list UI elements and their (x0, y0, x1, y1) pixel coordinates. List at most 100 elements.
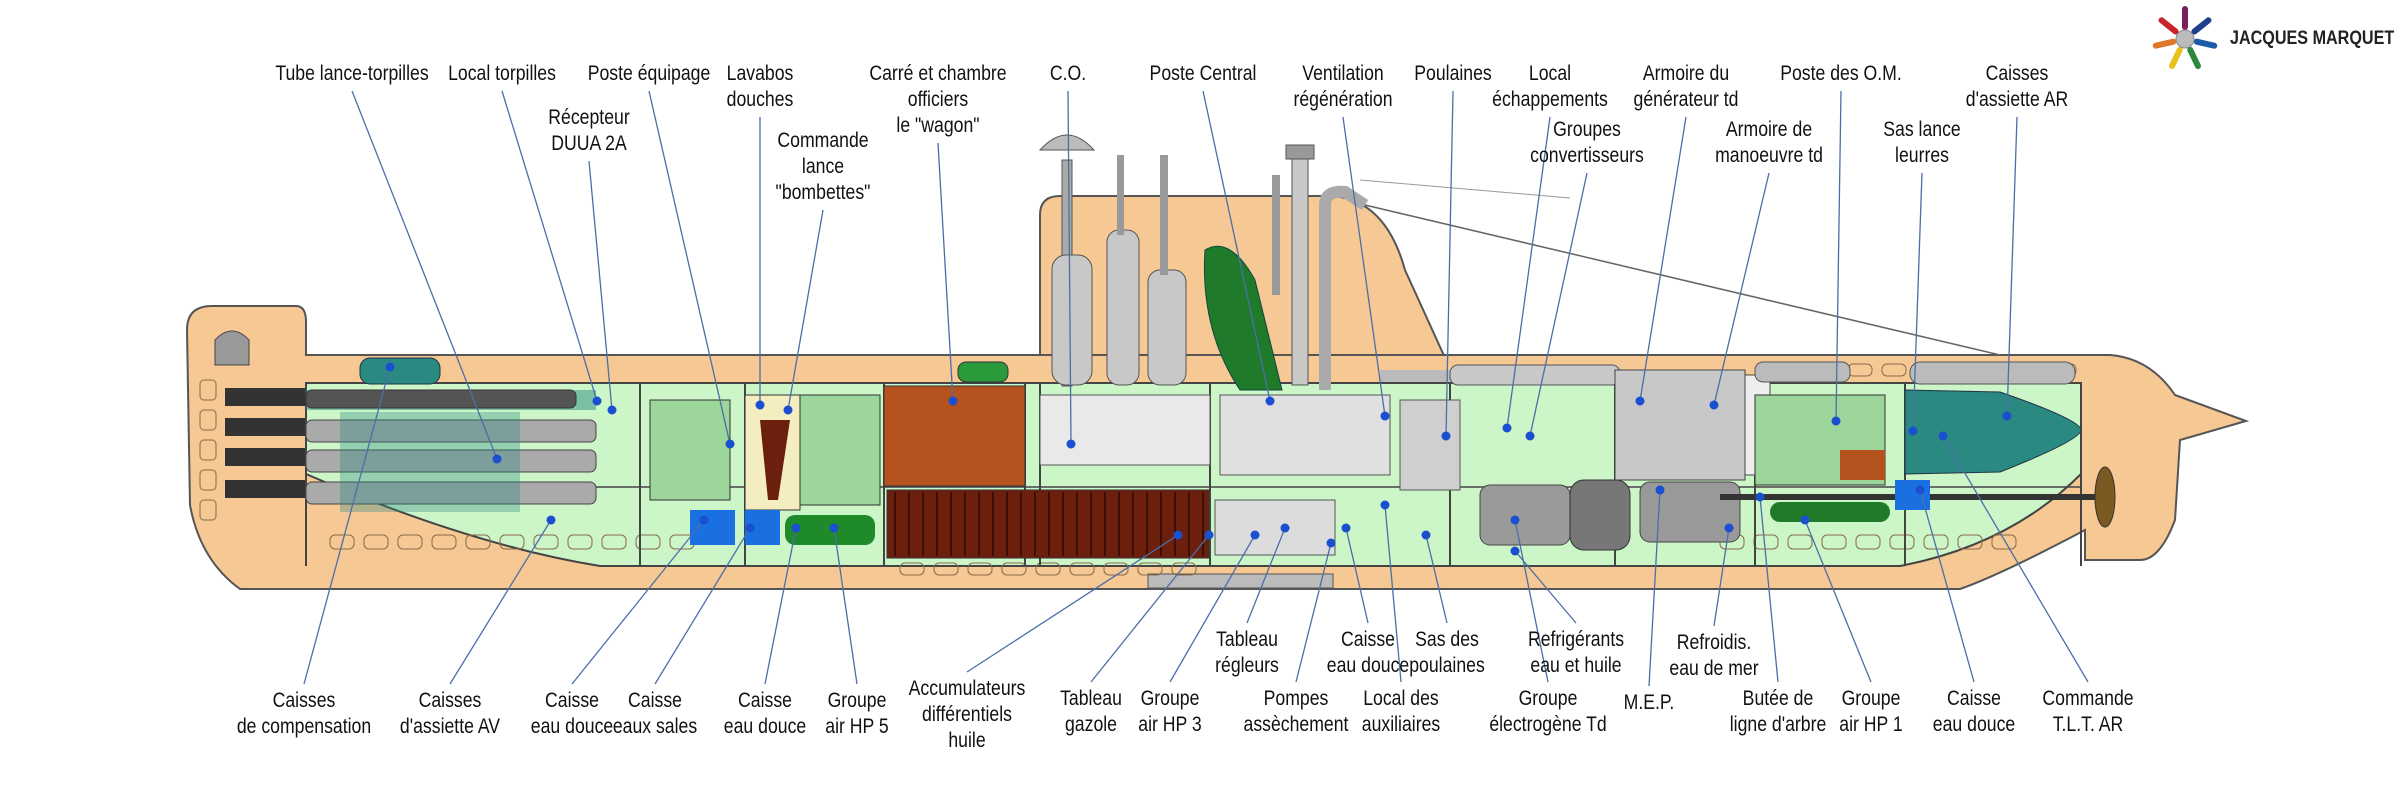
leader-line (351, 90, 498, 460)
hull-hole (465, 534, 491, 550)
leader-line (1713, 527, 1730, 627)
label-line: Local (1528, 62, 1572, 85)
battery-compartment (886, 489, 1210, 559)
label-line: de compensation (236, 715, 372, 738)
label-line: eau et huile (1530, 654, 1622, 677)
snorkel-mast (1203, 245, 1283, 391)
label-line: Sas lance (1883, 118, 1961, 141)
label-line: Pompes (1263, 687, 1329, 710)
logo: JACQUES MARQUET (2150, 6, 2394, 72)
leader-line (648, 90, 731, 445)
label-m-e-p: M.E.P. (1624, 690, 1675, 716)
label-line: échappements (1492, 88, 1608, 111)
label-line: régleurs (1215, 654, 1279, 677)
label-tube-lance-torpilles: Tube lance-torpilles (275, 61, 428, 87)
leader-line (1445, 90, 1454, 437)
hull-hole (363, 534, 389, 550)
label-line: eau douce (530, 715, 614, 738)
label-poulaines: Poulaines (1414, 61, 1491, 87)
marker-dot (1800, 515, 1810, 525)
hull-hole (1855, 534, 1881, 550)
marker-dot (546, 515, 556, 525)
label-line: gazole (1064, 713, 1117, 736)
label-line: Sas des (1415, 628, 1479, 651)
hull-hole (1821, 534, 1847, 550)
label-line: Local torpilles (448, 62, 556, 85)
marker-dot (1441, 431, 1451, 441)
label-c-o: C.O. (1050, 61, 1086, 87)
hull-hole (1069, 562, 1095, 576)
hull-hole (431, 534, 457, 550)
label-line: C.O. (1049, 62, 1087, 85)
marker-dot (592, 396, 602, 406)
label-line: Caisse (738, 689, 792, 712)
label-poste-équipage: Poste équipage (588, 61, 711, 87)
label-line: Tableau (1216, 628, 1278, 651)
leader-line (1295, 542, 1332, 683)
torpedo-reload (359, 357, 441, 385)
leader-line (1202, 90, 1271, 402)
label-line: Armoire du (1642, 62, 1730, 85)
hull-hole (1171, 562, 1197, 576)
hull-hole (601, 534, 627, 550)
label-butée-de-ligne-d-arbre: Butée de ligne d'arbre (1730, 686, 1827, 738)
masts (1038, 134, 1369, 390)
marker-dot (755, 400, 765, 410)
marker-dot (1831, 416, 1841, 426)
label-line: air HP 5 (825, 715, 889, 738)
label-line: Groupe (1841, 687, 1901, 710)
hull-hole (967, 562, 993, 576)
label-line: Poste des O.M. (1780, 62, 1902, 85)
marker-dot (492, 454, 502, 464)
marker-dot (1908, 426, 1918, 436)
label-line: assèchement (1243, 713, 1349, 736)
marker-dot (1525, 431, 1535, 441)
hull-hole (199, 439, 217, 461)
propeller (2094, 466, 2116, 528)
leader-line (1912, 172, 1923, 432)
leader-line (1514, 550, 1577, 624)
leader-line (966, 534, 1179, 673)
marker-dot (1173, 530, 1183, 540)
leader-lines (303, 90, 2089, 687)
marker-dot (1915, 485, 1925, 495)
hull-hole (1991, 534, 2017, 550)
leader-line (787, 209, 824, 411)
hull-hole (1957, 534, 1983, 550)
hull-hole (1787, 534, 1813, 550)
hull-hole (635, 534, 661, 550)
label-line: eau douce (1326, 654, 1410, 677)
marker-dot (1502, 423, 1512, 433)
leader-line (1713, 172, 1770, 406)
hull-hole (1001, 562, 1027, 576)
label-line: Ventilation (1302, 62, 1384, 85)
leader-line (1090, 534, 1210, 683)
logo-ray (2187, 46, 2202, 70)
label-line: Lavabos (726, 62, 794, 85)
label-line: officiers (907, 88, 969, 111)
marker-dot (1326, 538, 1336, 548)
leader-line (1342, 116, 1386, 417)
marker-dot (2002, 411, 2012, 421)
label-line: Refroidis. (1676, 631, 1752, 654)
label-line: Butée de (1742, 687, 1814, 710)
marker-dot (829, 523, 839, 533)
label-line: auxiliaires (1361, 713, 1441, 736)
label-line: Armoire de (1725, 118, 1813, 141)
label-line: régénération (1293, 88, 1393, 111)
hull-hole (199, 409, 217, 431)
label-line: eau douce (1932, 713, 2016, 736)
label-line: ligne d'arbre (1729, 713, 1827, 736)
aft-trim-tank-cone (1904, 389, 2082, 475)
hull-hole (533, 534, 559, 550)
logo-ray (2191, 17, 2212, 35)
keel-ballast (1147, 573, 1334, 589)
